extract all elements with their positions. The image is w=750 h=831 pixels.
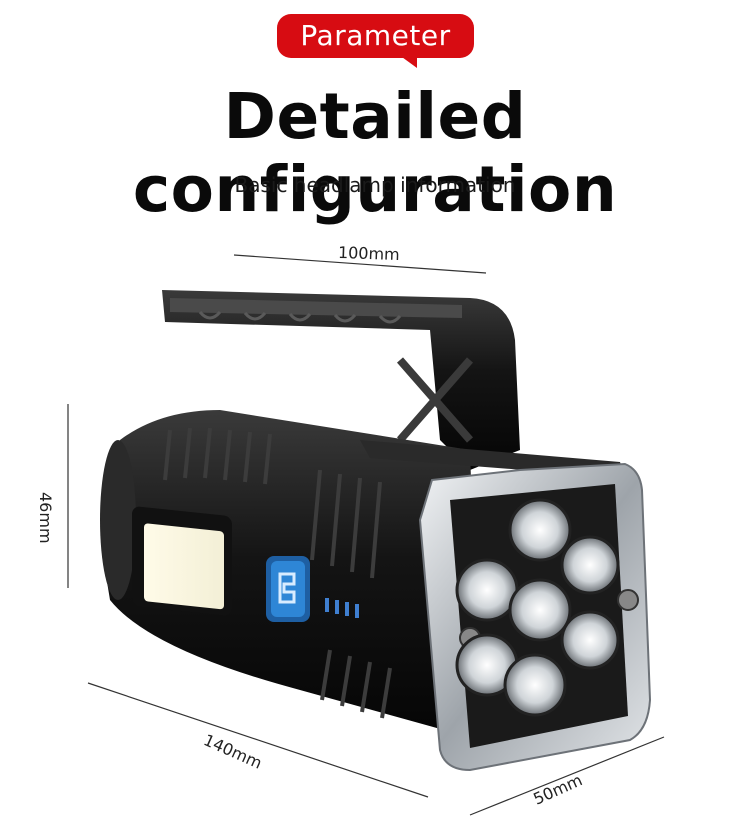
cob-side-light [132, 506, 232, 616]
page-title: Detailed configuration [132, 80, 618, 226]
power-button [266, 556, 310, 622]
dim-line-depth [469, 736, 665, 816]
page-subtitle: Basic headlamp information [234, 173, 516, 197]
dim-line-width [233, 254, 487, 274]
parameter-badge-label: Parameter [300, 19, 451, 52]
parameter-badge: Parameter [277, 14, 474, 58]
dim-label-height: 46mm [36, 492, 55, 544]
handle [162, 290, 520, 470]
dim-line-length [87, 682, 429, 798]
battery-indicator [325, 598, 359, 618]
led-emitters [455, 498, 620, 717]
badge-tail [395, 52, 417, 68]
dim-label-width: 100mm [337, 242, 401, 265]
